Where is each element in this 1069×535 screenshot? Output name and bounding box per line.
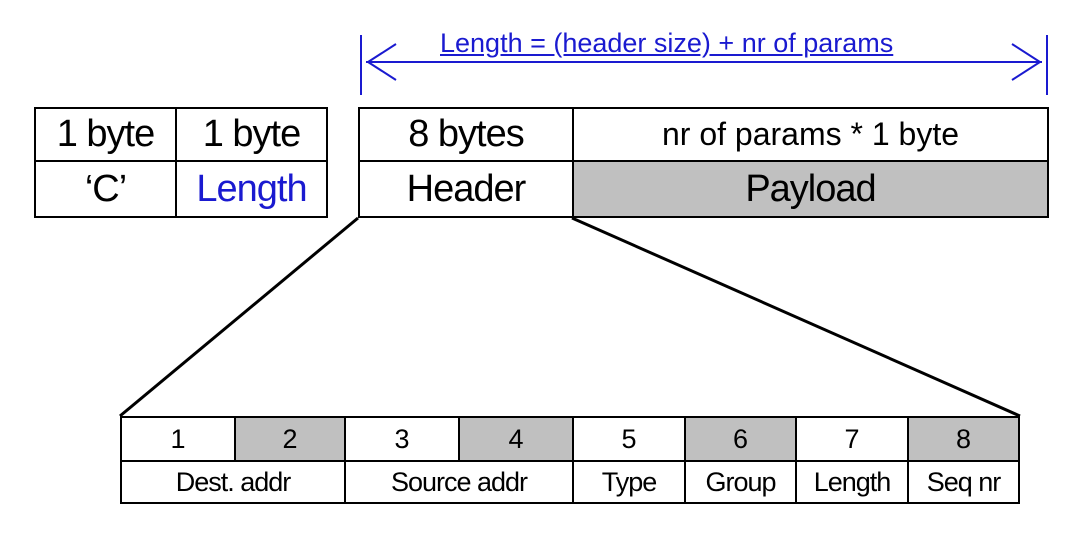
prefix-size-cell: 1 byte bbox=[34, 107, 177, 162]
header-cell: Header bbox=[358, 160, 574, 218]
header-size-cell: 8 bytes bbox=[358, 107, 574, 162]
length-arrow-label: Length = (header size) + nr of params bbox=[440, 28, 894, 58]
payload-cell: Payload bbox=[572, 160, 1049, 218]
field-length: Length bbox=[795, 460, 909, 504]
expand-line-left bbox=[119, 216, 359, 418]
byte-cell: 8 bbox=[907, 416, 1020, 462]
byte-cell: 7 bbox=[795, 416, 909, 462]
prefix-name-cell-length: Length bbox=[175, 160, 328, 218]
length-arrow-right-head bbox=[1011, 43, 1042, 81]
prefix-name-cell: ‘C’ bbox=[34, 160, 177, 218]
field-group: Group bbox=[684, 460, 797, 504]
prefix-size-cell: 1 byte bbox=[175, 107, 328, 162]
byte-cell: 3 bbox=[344, 416, 460, 462]
byte-cell: 1 bbox=[120, 416, 236, 462]
byte-cell: 6 bbox=[684, 416, 797, 462]
byte-cell: 2 bbox=[234, 416, 346, 462]
payload-size-cell: nr of params * 1 byte bbox=[572, 107, 1049, 162]
field-dest-addr: Dest. addr bbox=[120, 460, 346, 504]
byte-cell: 5 bbox=[572, 416, 686, 462]
field-type: Type bbox=[572, 460, 686, 504]
byte-cell: 4 bbox=[458, 416, 574, 462]
length-arrow-left-head bbox=[366, 43, 397, 81]
expand-line-right bbox=[571, 216, 1021, 418]
field-source-addr: Source addr bbox=[344, 460, 574, 504]
field-seq-nr: Seq nr bbox=[907, 460, 1020, 504]
